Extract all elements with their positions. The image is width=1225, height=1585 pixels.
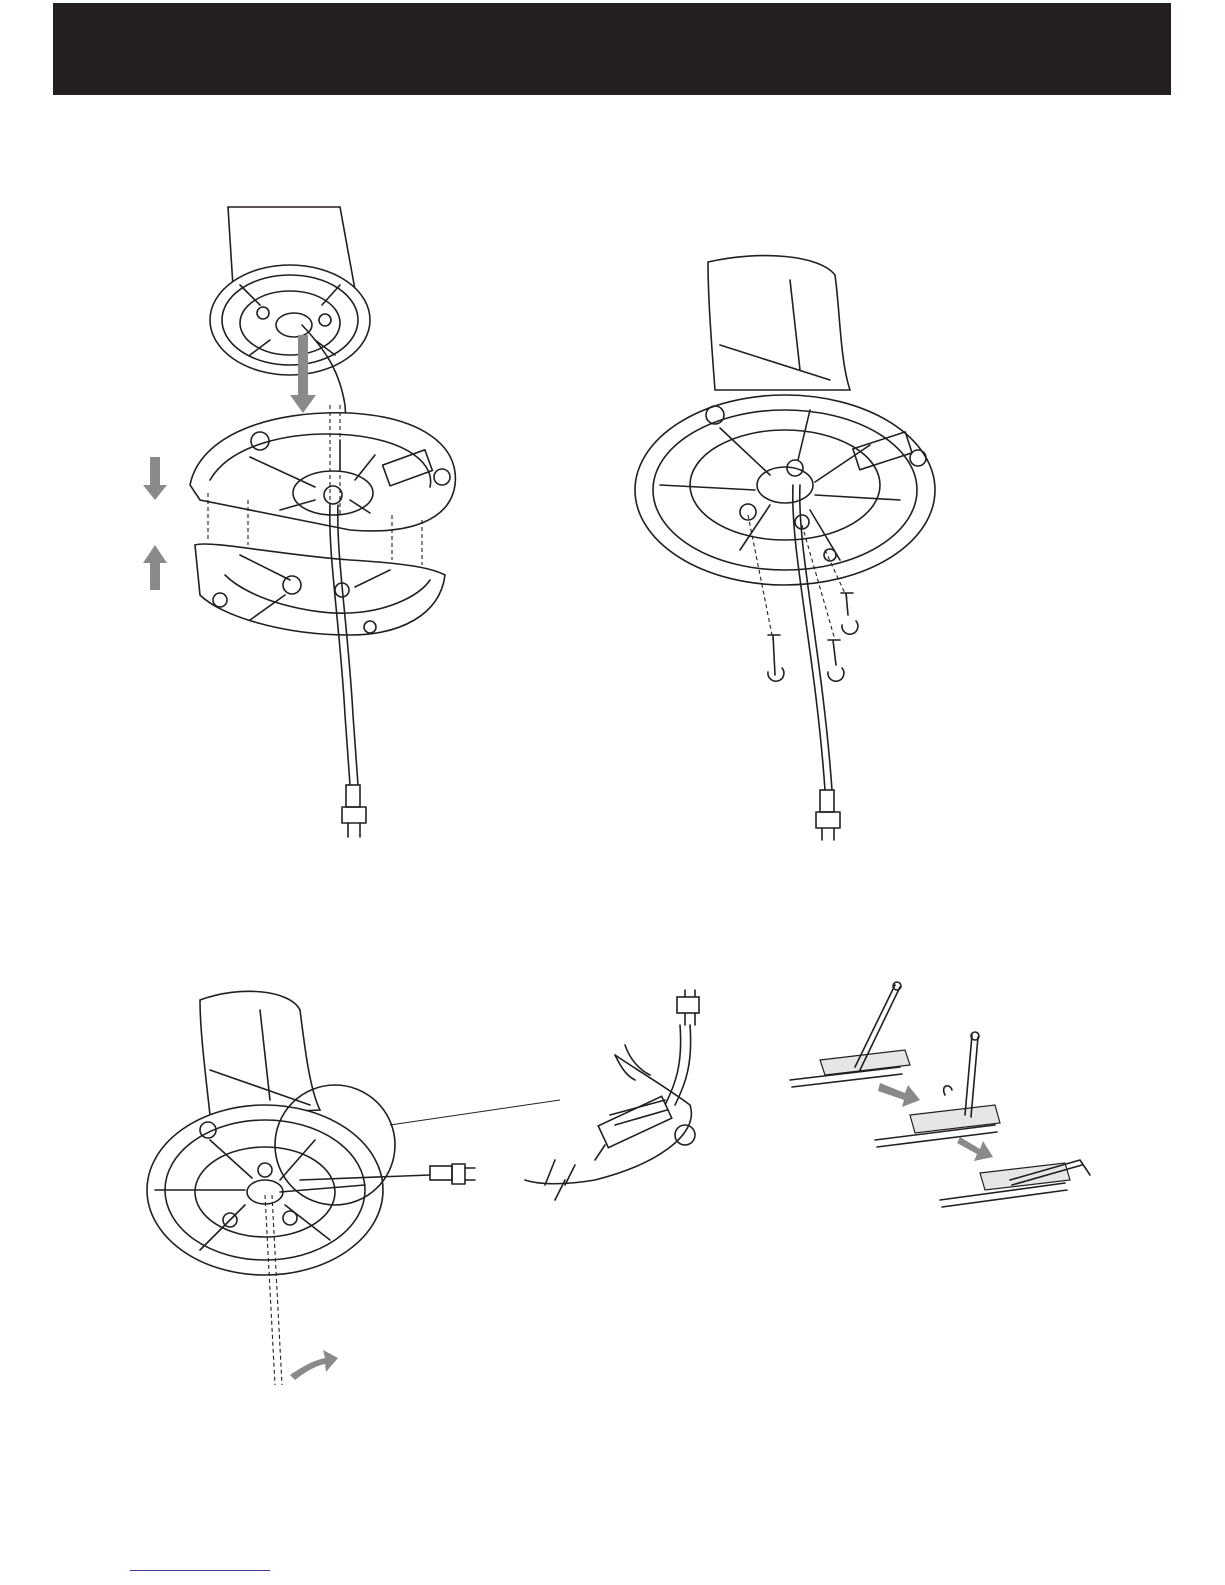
header-bar — [53, 3, 1171, 95]
cable-clip-detail-drawing — [515, 985, 725, 1210]
screw-fastening-figure — [630, 250, 950, 845]
cable-clip-steps-drawing — [780, 975, 1100, 1210]
base-assembly-drawing — [130, 195, 490, 845]
screw-fastening-drawing — [630, 250, 950, 845]
cable-routing-drawing — [140, 980, 560, 1390]
cable-clip-detail-figure — [515, 985, 725, 1210]
base-assembly-figure — [130, 195, 490, 845]
cable-clip-steps-figure — [780, 975, 1100, 1210]
cable-routing-figure — [140, 980, 560, 1390]
footer-rule — [130, 1570, 270, 1571]
